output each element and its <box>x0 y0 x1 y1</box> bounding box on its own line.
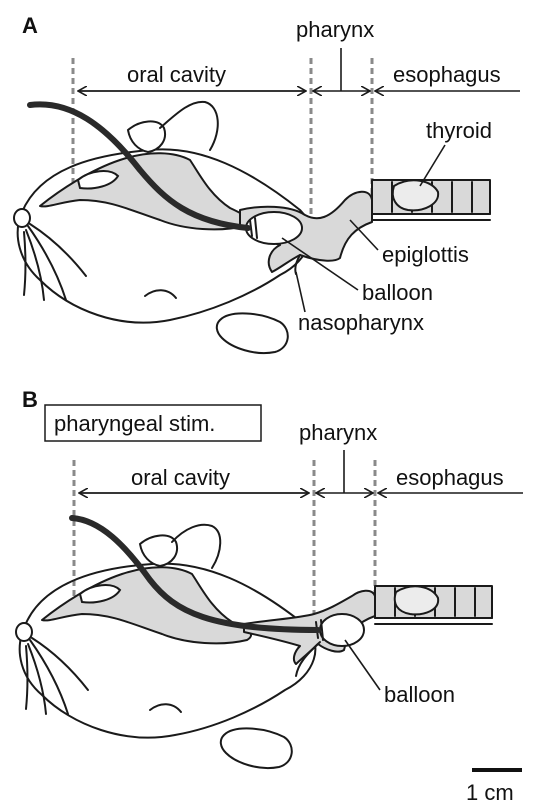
label-epiglottis-a: epiglottis <box>382 242 469 267</box>
scale-bar: 1 cm <box>466 770 522 805</box>
eye-a <box>145 290 176 298</box>
whiskers-b <box>26 638 88 714</box>
panel-a: A oral cavity pharynx esophagus <box>14 13 520 353</box>
label-balloon-a: balloon <box>362 280 433 305</box>
scale-bar-label: 1 cm <box>466 780 514 805</box>
label-pharynx-b: pharynx <box>299 420 377 445</box>
panel-b-letter: B <box>22 387 38 412</box>
label-nasopharynx-a: nasopharynx <box>298 310 424 335</box>
ear-b <box>221 728 292 768</box>
panel-b: B pharyngeal stim. oral cavity pharynx e… <box>16 387 523 768</box>
thyroid-shape-a <box>393 180 438 210</box>
nasopharynx-pointer-a <box>296 272 305 312</box>
label-oral-cavity-b: oral cavity <box>131 465 230 490</box>
nose-a <box>14 209 30 227</box>
label-oral-cavity-a: oral cavity <box>127 62 226 87</box>
label-pharynx-a: pharynx <box>296 17 374 42</box>
label-condition: pharyngeal stim. <box>54 411 215 436</box>
panel-a-letter: A <box>22 13 38 38</box>
oral-tissue-a <box>40 153 249 229</box>
whiskers-a <box>24 224 86 300</box>
eye-b <box>150 704 181 712</box>
label-esophagus-a: esophagus <box>393 62 501 87</box>
upper-incisor-a <box>128 121 165 152</box>
thyroid-shape-b <box>395 586 438 614</box>
trachea-lines-a <box>372 214 490 220</box>
balloon-a <box>246 212 302 244</box>
ear-a <box>217 313 288 353</box>
palate-line-a <box>160 102 218 150</box>
balloon-pointer-b <box>345 640 380 690</box>
nose-b <box>16 623 32 641</box>
balloon-b <box>320 614 364 646</box>
upper-incisor-b <box>140 535 177 566</box>
label-esophagus-b: esophagus <box>396 465 504 490</box>
label-thyroid-a: thyroid <box>426 118 492 143</box>
label-balloon-b: balloon <box>384 682 455 707</box>
palate-line-b <box>172 525 220 568</box>
trachea-lines-b <box>375 618 492 624</box>
